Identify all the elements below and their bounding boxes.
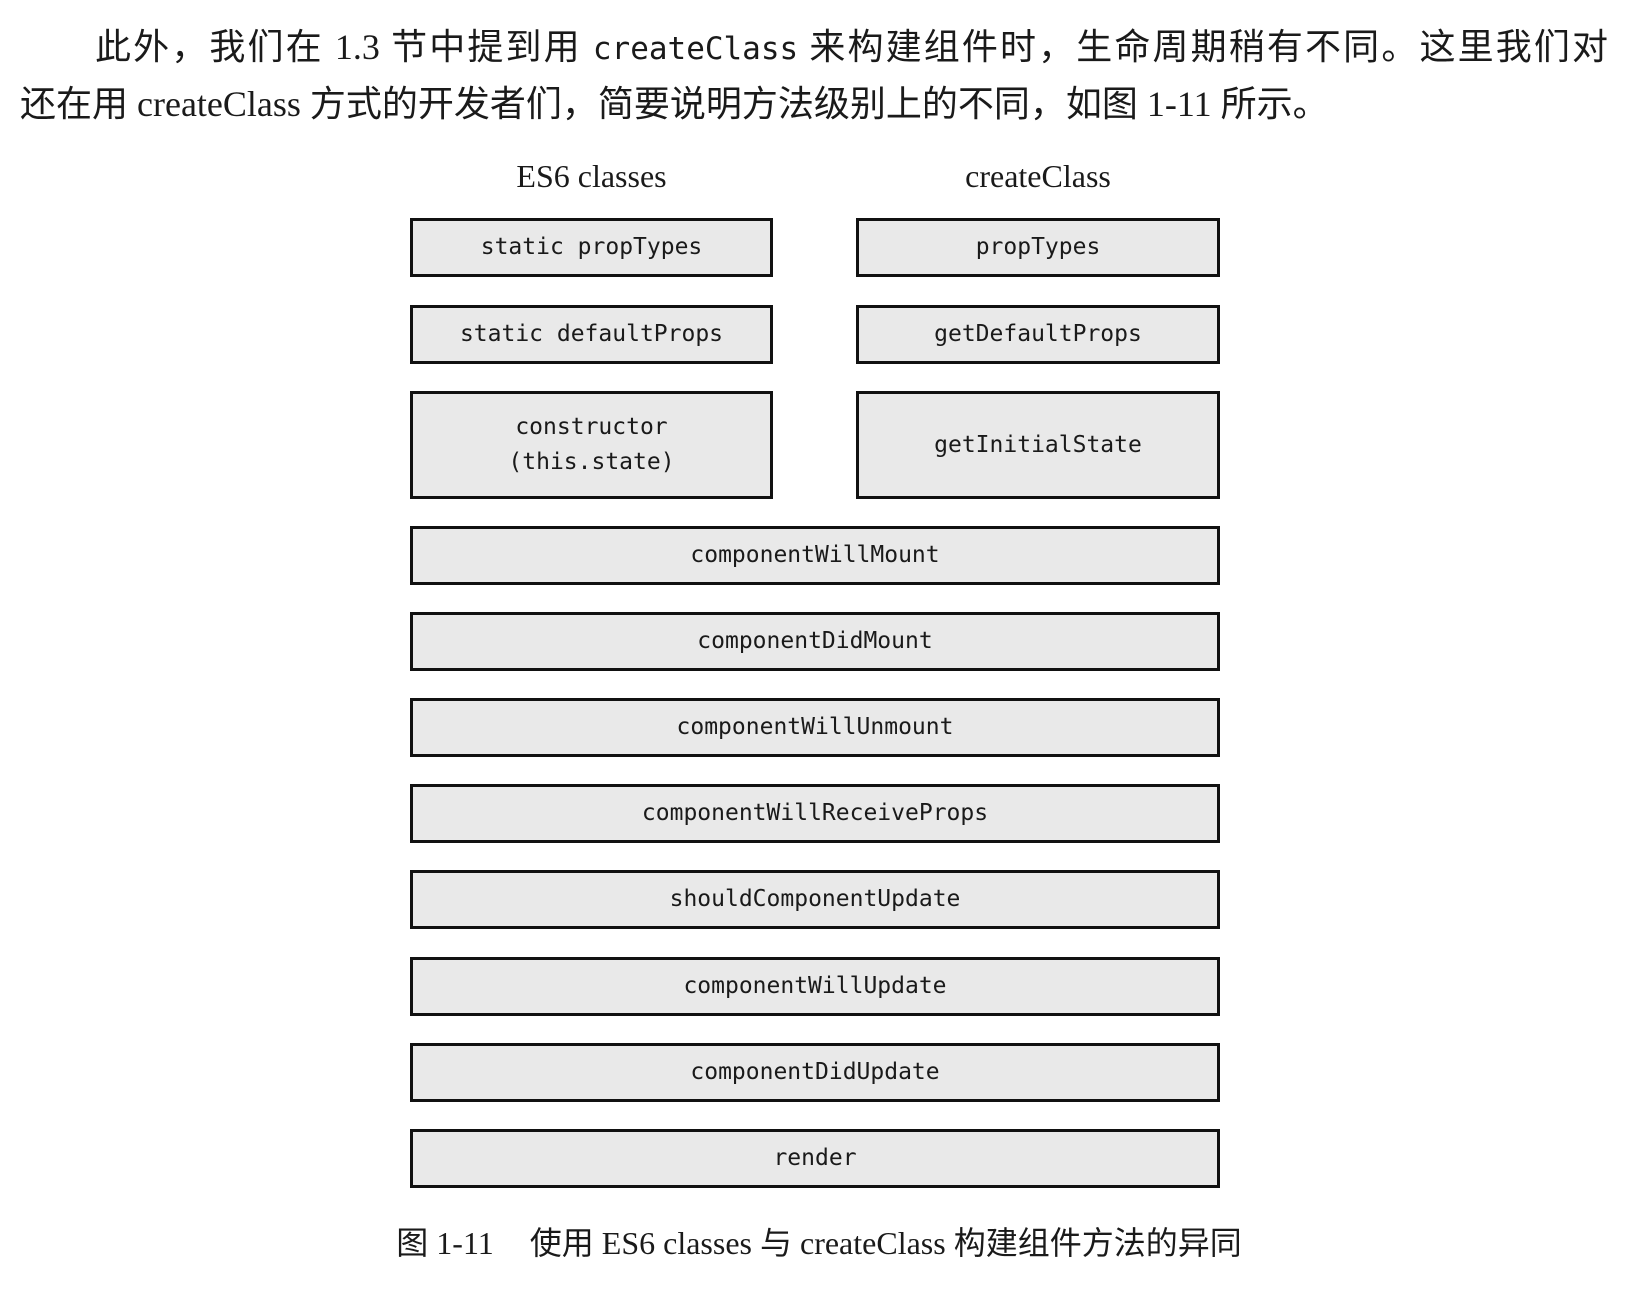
method-label: static defaultProps xyxy=(459,321,724,347)
es6-method-box: static defaultProps xyxy=(410,305,773,364)
shared-method-box: componentWillUnmount xyxy=(410,698,1220,757)
column-header-es6-classes: ES6 classes xyxy=(516,158,667,194)
es6-method-box: constructor (this.state) xyxy=(410,391,773,499)
paragraph-line-1: 此外，我们在 1.3 节中提到用 createClass 来构建组件时，生命周期… xyxy=(20,20,1608,77)
method-label: getInitialState xyxy=(934,431,1142,458)
createclass-method-box: getInitialState xyxy=(856,391,1220,499)
paragraph-text: 此外，我们在 1.3 节中提到用 xyxy=(95,27,593,67)
method-label: constructor xyxy=(515,414,668,440)
shared-method-box: render xyxy=(410,1129,1220,1188)
es6-method-box: static propTypes xyxy=(410,218,773,277)
createclass-method-box: propTypes xyxy=(856,218,1220,277)
shared-method-box: componentWillUpdate xyxy=(410,957,1220,1016)
method-label: (this.state) xyxy=(508,449,675,475)
figure-caption-text: 使用 ES6 classes 与 createClass 构建组件方法的异同 xyxy=(529,1225,1242,1261)
inline-code: createClass xyxy=(592,31,799,67)
body-paragraph: 此外，我们在 1.3 节中提到用 createClass 来构建组件时，生命周期… xyxy=(20,20,1608,132)
figure-caption: 图 1-11 使用 ES6 classes 与 createClass 构建组件方… xyxy=(0,1222,1638,1264)
method-label: componentWillReceiveProps xyxy=(641,800,989,826)
column-header-createclass: createClass xyxy=(965,158,1111,194)
method-label: static propTypes xyxy=(480,234,703,260)
paragraph-line-2: 还在用 createClass 方式的开发者们，简要说明方法级别上的不同，如图 … xyxy=(20,84,1329,124)
method-label: getDefaultProps xyxy=(934,321,1142,347)
method-label: componentWillMount xyxy=(690,542,940,568)
paragraph-text: 来构建组件时，生命周期稍有不同。这里我们对 xyxy=(798,27,1608,67)
shared-method-box: componentWillReceiveProps xyxy=(410,784,1220,843)
shared-method-box: componentDidUpdate xyxy=(410,1043,1220,1102)
method-label: componentWillUpdate xyxy=(683,973,947,999)
createclass-method-box: getDefaultProps xyxy=(856,305,1220,364)
method-label: propTypes xyxy=(975,234,1101,260)
method-label: componentDidMount xyxy=(697,628,933,654)
figure-number: 图 1-11 xyxy=(396,1225,494,1261)
shared-method-box: componentWillMount xyxy=(410,526,1220,585)
method-label: componentWillUnmount xyxy=(676,714,954,740)
method-label: render xyxy=(773,1145,857,1171)
method-label: componentDidUpdate xyxy=(690,1059,940,1085)
method-label: shouldComponentUpdate xyxy=(669,886,961,912)
shared-method-box: shouldComponentUpdate xyxy=(410,870,1220,929)
shared-method-box: componentDidMount xyxy=(410,612,1220,671)
